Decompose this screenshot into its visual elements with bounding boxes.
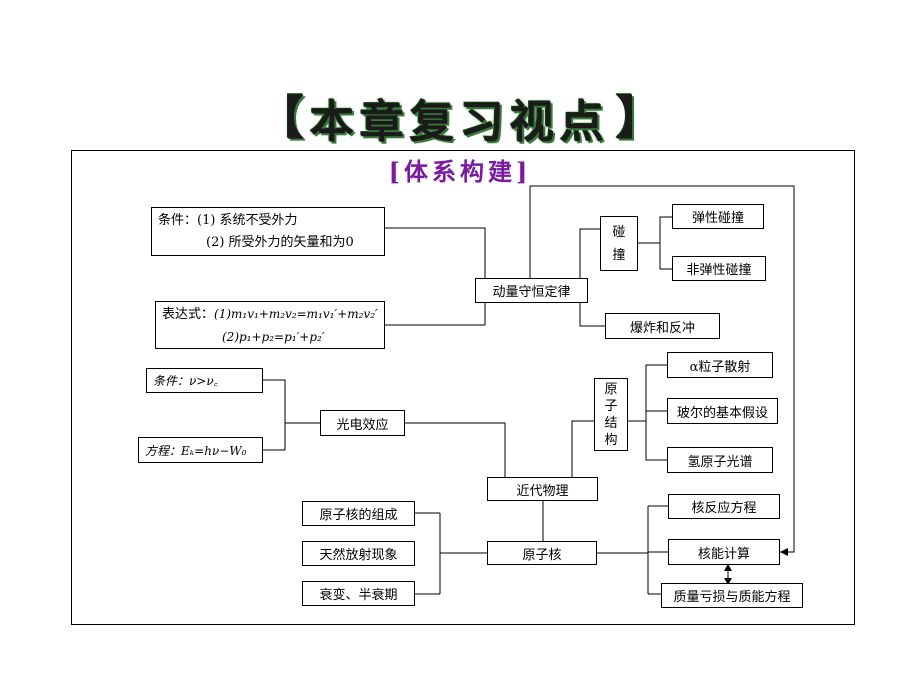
atom-char-4: 构 — [604, 432, 618, 448]
title-banner: 【 本章复习视点 】 — [250, 88, 670, 148]
elastic-collision-box: 弹性碰撞 — [672, 204, 764, 229]
edge-equation-photo — [263, 423, 286, 451]
mass-energy-box: 质量亏损与质能方程 — [661, 583, 803, 608]
photo-equation-box: 方程：Eₖ=hν−W₀ — [138, 437, 263, 463]
arrow-down-mass — [724, 578, 732, 585]
edge-conditions-momentum — [385, 227, 486, 278]
natural-radioactivity-box: 天然放射现象 — [302, 541, 415, 566]
alpha-scattering-box: α粒子散射 — [667, 352, 773, 378]
nuclear-reaction-box: 核反应方程 — [668, 494, 780, 519]
diagram-frame — [71, 150, 855, 625]
expression-line1: (1)m₁v₁+m₂v₂=m₁v₁′+m₂v₂′ — [214, 306, 378, 321]
momentum-condition-line1: 条件：(1) 系统不受外力 — [158, 212, 298, 228]
explosion-recoil-box: 爆炸和反冲 — [605, 313, 720, 339]
edge-atom-hydrogen — [645, 421, 667, 461]
arrow-up-energy — [724, 564, 732, 571]
title-bracket-left: 【 — [258, 91, 304, 145]
edge-expression-momentum — [385, 303, 486, 326]
atom-char-3: 结 — [604, 415, 618, 431]
atom-structure-box: 原 子 结 构 — [594, 378, 628, 451]
photo-condition-box: 条件：ν>ν꜀ — [146, 368, 263, 393]
bohr-assumptions-box: 玻尔的基本假设 — [667, 398, 778, 424]
photo-equation: 方程：Eₖ=hν−W₀ — [145, 443, 247, 458]
nucleus-box: 原子核 — [487, 541, 597, 565]
edge-collision-inelastic — [659, 243, 672, 270]
decay-halflife-box: 衰变、半衰期 — [302, 581, 415, 606]
expression-line2: (2)p₁+p₂=p₁′+p₂′ — [222, 329, 325, 344]
expression-line1-row: 表达式：(1)m₁v₁+m₂v₂=m₁v₁′+m₂v₂′ — [162, 303, 378, 326]
atom-char-2: 子 — [604, 398, 618, 414]
edge-collision-elastic — [638, 216, 672, 244]
edge-momentum-energy — [529, 185, 795, 553]
edge-root-atom — [571, 420, 594, 477]
photo-condition: 条件：ν>ν꜀ — [153, 374, 218, 388]
collision-char-1: 碰 — [612, 224, 626, 240]
nucleus-composition-box: 原子核的组成 — [302, 501, 415, 526]
page-title: 本章复习视点 — [310, 97, 610, 148]
collision-char-2: 撞 — [612, 247, 626, 263]
modern-physics-box: 近代物理 — [487, 477, 598, 501]
edge-condition-photo — [263, 379, 320, 424]
arrow-to-energy — [780, 548, 788, 556]
inelastic-collision-box: 非弹性碰撞 — [672, 256, 766, 281]
momentum-conservation-box: 动量守恒定律 — [475, 278, 588, 303]
momentum-conditions-box: 条件：(1) 系统不受外力 (2) 所受外力的矢量和为0 — [151, 207, 385, 256]
atom-char-1: 原 — [604, 381, 618, 397]
nuclear-energy-box: 核能计算 — [668, 539, 780, 565]
edge-atom-items — [628, 364, 667, 422]
hydrogen-spectrum-box: 氢原子光谱 — [667, 447, 773, 473]
photoelectric-effect-box: 光电效应 — [320, 410, 405, 436]
edge-photo-root — [405, 422, 506, 477]
expression-label: 表达式： — [162, 306, 215, 322]
collision-box: 碰 撞 — [600, 216, 638, 271]
momentum-condition-line2: (2) 所受外力的矢量和为0 — [206, 234, 354, 250]
diagram-subtitle: [体系构建] — [388, 157, 532, 186]
momentum-expression-box: 表达式：(1)m₁v₁+m₂v₂=m₁v₁′+m₂v₂′ (2)p₁+p₂=p₁… — [155, 301, 385, 349]
title-bracket-right: 】 — [616, 91, 662, 145]
